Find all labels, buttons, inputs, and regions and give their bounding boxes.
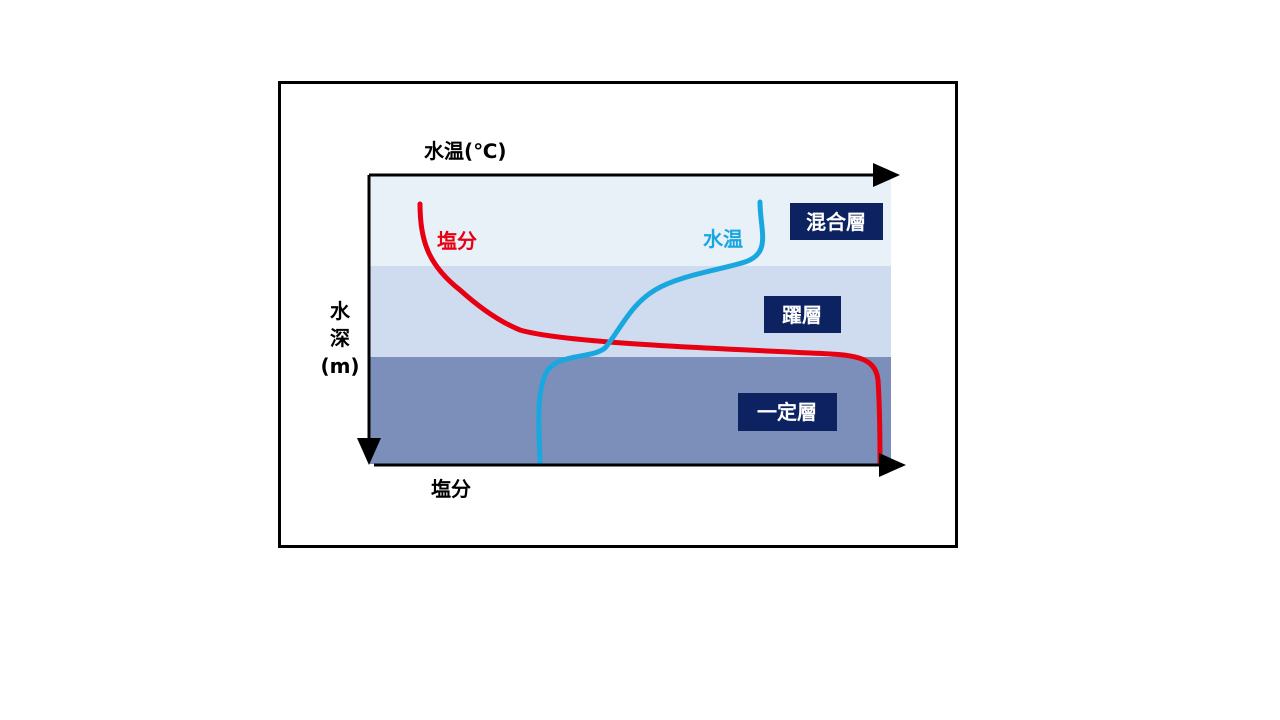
depth-axis-label-1: 水 [330, 299, 351, 323]
depth-axis-label-3: (m) [320, 354, 359, 378]
mixed-layer-box [790, 203, 883, 240]
temperature-curve [536, 199, 766, 467]
depth-axis-label-2: 深 [330, 326, 350, 350]
mixed-layer-label: 混合層 [806, 210, 866, 234]
salinity-axis-label: 塩分 [431, 477, 471, 501]
salinity-curve [417, 201, 883, 467]
thermocline-box [764, 296, 841, 333]
salinity-curve-label: 塩分 [437, 229, 477, 253]
temperature-axis-label: 水温(℃) [424, 139, 507, 163]
deep-layer-box [738, 393, 837, 431]
thermocline-label: 躍層 [782, 303, 822, 327]
temperature-curve-label: 水温 [703, 227, 743, 251]
deep-layer-label: 一定層 [757, 400, 817, 424]
